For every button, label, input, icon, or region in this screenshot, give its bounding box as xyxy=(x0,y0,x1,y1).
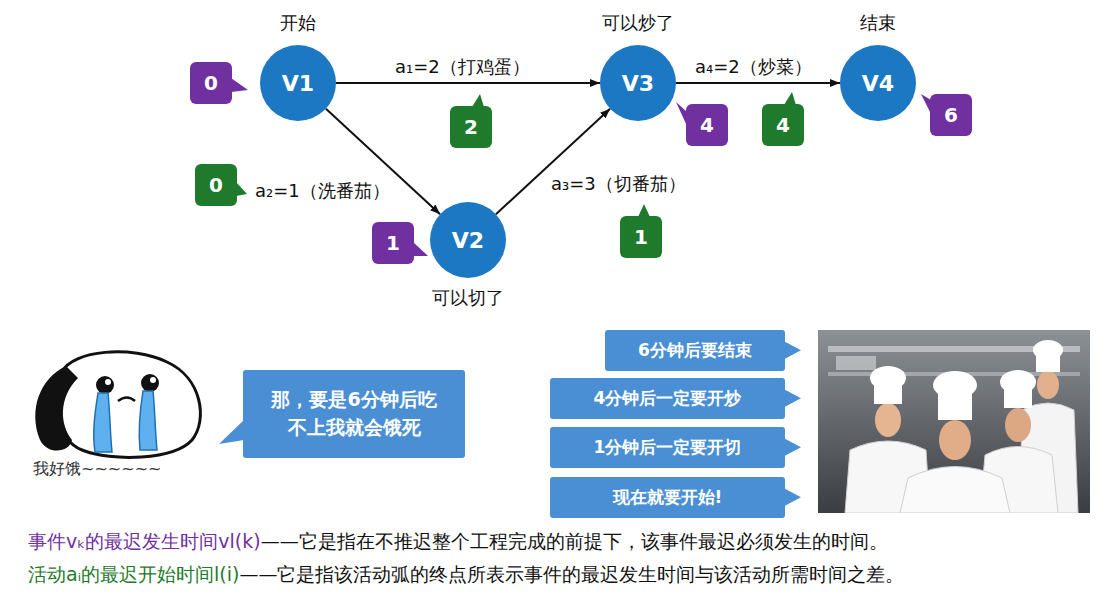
bubble-tail-shape xyxy=(638,204,650,217)
bubble-tail-shape xyxy=(231,78,248,92)
event-caption: 结束 xyxy=(860,11,896,35)
bubble-text: 6分钟后要结束 xyxy=(638,338,752,363)
callout-text: 2 xyxy=(464,115,478,139)
bubble-tail-shape xyxy=(219,420,244,444)
bubble-text: 现在就要开始! xyxy=(613,485,723,510)
face-mouth xyxy=(118,398,135,402)
face-eye xyxy=(96,376,114,394)
activity-arrow xyxy=(496,109,610,214)
face-outline xyxy=(55,352,200,458)
bubble-tail-shape xyxy=(472,94,484,107)
callout-text: 6 xyxy=(944,103,958,127)
event-name: V3 xyxy=(622,71,654,96)
bubble-tail-shape xyxy=(921,94,931,114)
event-circle: V3 xyxy=(600,45,676,121)
event-node: 开始 V1 xyxy=(218,11,378,121)
event-name: V2 xyxy=(452,228,484,253)
tear xyxy=(139,391,157,450)
speech-bubble: 6分钟后要结束 xyxy=(605,330,785,371)
event-name: V1 xyxy=(282,71,314,96)
face-hair xyxy=(35,366,78,451)
bubble-text: 那，要是6分钟后吃 不上我就会饿死 xyxy=(261,386,447,441)
bubble-tail-shape xyxy=(784,488,801,506)
callout-number: 6 xyxy=(930,94,972,136)
crying-face xyxy=(35,352,200,458)
callout-number: 4 xyxy=(762,104,804,146)
definition-text: ——它是指该活动弧的终点所表示事件的最迟发生时间与该活动所需时间之差。 xyxy=(239,563,904,585)
face-eye xyxy=(141,374,159,392)
kitchen-light xyxy=(836,356,876,370)
event-caption: 可以炒了 xyxy=(602,11,674,35)
bubble-tail xyxy=(243,370,465,458)
bubble-tail-shape xyxy=(784,389,801,407)
bubble-tail-shape xyxy=(413,242,428,256)
definition-text: ——它是指在不推迟整个工程完成的前提下，该事件最迟必须发生的时间。 xyxy=(261,530,888,552)
chef-figure xyxy=(900,371,1010,513)
activity-arrow xyxy=(336,82,600,84)
callout-text: 4 xyxy=(700,113,714,137)
tear xyxy=(94,393,112,452)
eye-highlight xyxy=(150,377,156,383)
activity-label: a₂=1（洗番茄） xyxy=(252,180,393,202)
event-circle: V2 xyxy=(430,202,506,278)
activity-label: a₄=2（炒菜） xyxy=(692,56,815,78)
activity-label: a₃=3（切番茄） xyxy=(548,173,689,195)
bubble-tail-shape xyxy=(676,102,687,126)
bubble-text: 1分钟后一定要开切 xyxy=(594,435,742,460)
speech-bubble: 那，要是6分钟后吃 不上我就会饿死 xyxy=(243,370,465,458)
speech-bubble: 4分钟后一定要开炒 xyxy=(550,378,785,419)
definition-line: 活动aᵢ的最迟开始时间l(i)——它是指该活动弧的终点所表示事件的最迟发生时间与… xyxy=(28,561,904,587)
speech-bubble: 1分钟后一定要开切 xyxy=(550,427,785,468)
caption-text: 我好饿~~~~~~ xyxy=(33,458,161,480)
term-name: 事件vₖ的最迟发生时间vl(k) xyxy=(28,530,261,552)
activity-label: a₁=2（打鸡蛋） xyxy=(392,56,533,78)
chef-photo xyxy=(818,330,1090,513)
callout-number: 1 xyxy=(620,216,662,258)
callout-text: 4 xyxy=(776,113,790,137)
callout-number: 1 xyxy=(372,222,414,264)
speech-bubble: 现在就要开始! xyxy=(550,477,785,518)
term-name: 活动aᵢ的最迟开始时间l(i) xyxy=(28,563,239,585)
event-caption: 可以切了 xyxy=(432,286,504,310)
bubble-tail-shape xyxy=(784,92,796,105)
event-circle: V1 xyxy=(260,45,336,121)
eye-highlight xyxy=(105,379,111,385)
connector-group xyxy=(326,83,840,214)
bubble-text: 4分钟后一定要开炒 xyxy=(594,386,742,411)
callout-text: 1 xyxy=(386,231,400,255)
bubble-tail-shape xyxy=(784,438,801,456)
callout-number: 4 xyxy=(686,104,728,146)
callout-text: 1 xyxy=(634,225,648,249)
activity-arrow xyxy=(676,82,840,84)
callout-text: 0 xyxy=(209,173,223,197)
bubble-tail-shape xyxy=(236,182,247,196)
event-circle: V4 xyxy=(840,45,916,121)
event-caption: 开始 xyxy=(280,11,316,35)
callout-text: 0 xyxy=(204,71,218,95)
event-name: V4 xyxy=(862,71,894,96)
bubble-tail-shape xyxy=(784,341,801,359)
callout-number: 0 xyxy=(190,62,232,104)
callout-number: 0 xyxy=(195,164,237,206)
definition-line: 事件vₖ的最迟发生时间vl(k)——它是指在不推迟整个工程完成的前提下，该事件最… xyxy=(28,528,888,554)
callout-number: 2 xyxy=(450,106,492,148)
kitchen-background xyxy=(818,330,1090,513)
